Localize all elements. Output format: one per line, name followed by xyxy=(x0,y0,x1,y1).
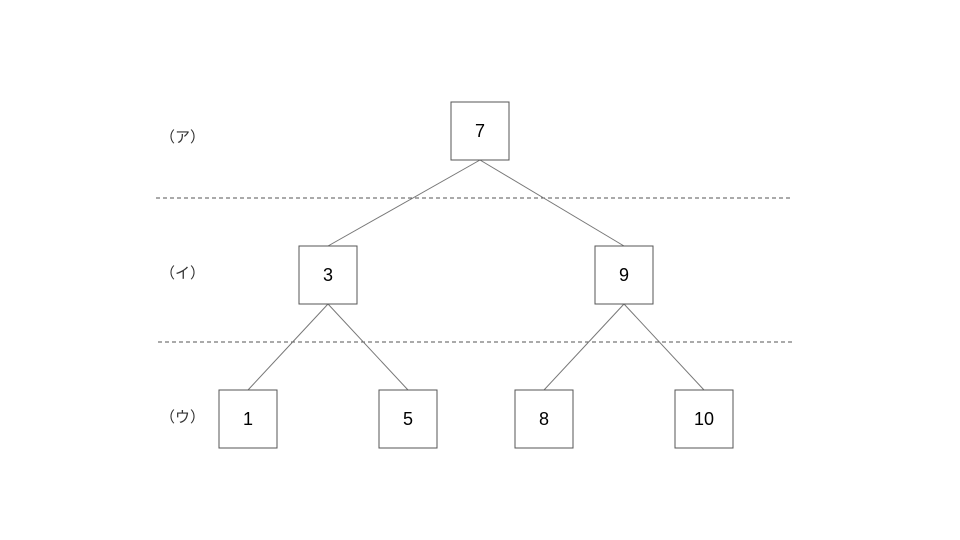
edge-3-1 xyxy=(247,303,329,391)
node-leaf-4-box xyxy=(674,389,734,449)
node-left-label: 3 xyxy=(323,265,333,285)
node-root-box xyxy=(450,101,510,161)
edge-9-8 xyxy=(543,303,625,391)
node-right-box xyxy=(594,245,654,305)
node-right-label: 9 xyxy=(619,265,629,285)
node-leaf-4-label: 10 xyxy=(694,409,714,429)
level-label-i: （イ） xyxy=(160,264,205,282)
node-leaf-1-label: 1 xyxy=(243,409,253,429)
node-right: 9 xyxy=(594,245,654,305)
node-root: 7 xyxy=(450,101,510,161)
node-leaf-3-label: 8 xyxy=(539,409,549,429)
node-left: 3 xyxy=(298,245,358,305)
edge-3-5 xyxy=(327,303,409,391)
node-leaf-2-box xyxy=(378,389,438,449)
node-leaf-3: 8 xyxy=(514,389,574,449)
node-leaf-1: 1 xyxy=(218,389,278,449)
node-leaf-2: 5 xyxy=(378,389,438,449)
level-label-a: （ア） xyxy=(160,128,205,146)
node-leaf-2-label: 5 xyxy=(403,409,413,429)
node-leaf-3-box xyxy=(514,389,574,449)
level-label-u: （ウ） xyxy=(160,408,205,426)
edge-7-9 xyxy=(479,159,625,247)
node-left-box xyxy=(298,245,358,305)
edge-9-10 xyxy=(623,303,705,391)
edge-7-3 xyxy=(327,159,481,247)
node-root-label: 7 xyxy=(475,121,485,141)
node-leaf-4: 10 xyxy=(674,389,734,449)
node-leaf-1-box xyxy=(218,389,278,449)
